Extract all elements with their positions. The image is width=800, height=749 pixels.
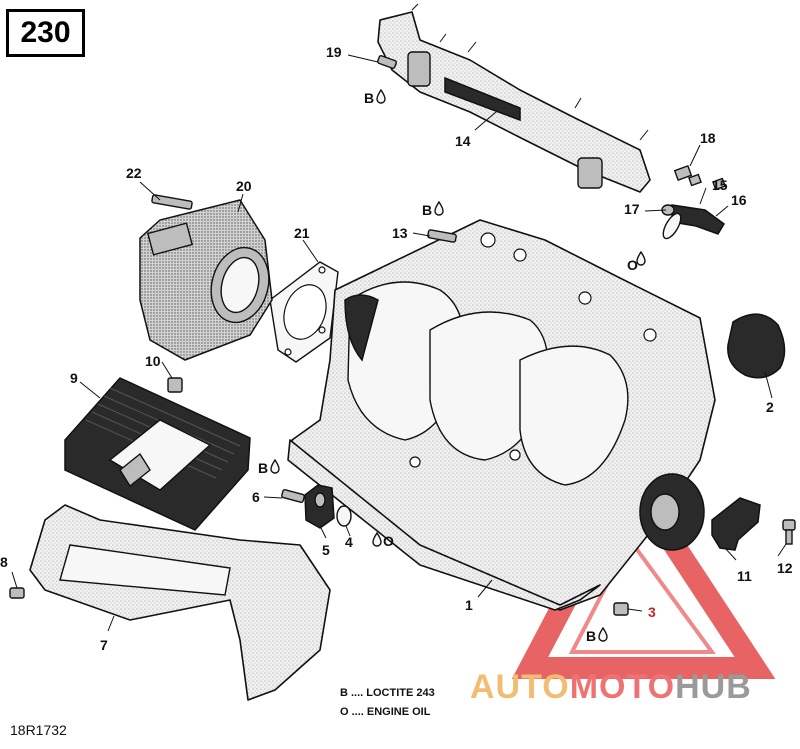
bolt-22 <box>151 194 193 210</box>
watermark-auto: AUTO <box>470 668 570 706</box>
oil-mark-4: O <box>372 531 394 549</box>
callout-4: 4 <box>345 534 353 550</box>
bolt-8 <box>9 587 25 599</box>
loctite-mark-13: B <box>422 200 444 218</box>
ecm-module <box>64 377 251 531</box>
legend-loctite: B .... LOCTITE 243 <box>340 687 435 699</box>
watermark-hub: HUB <box>675 668 752 706</box>
fuel-rail <box>377 3 651 193</box>
bolt-12 <box>782 519 796 545</box>
intake-gasket <box>727 313 786 379</box>
fuel-rail-end <box>577 157 603 189</box>
callout-3: 3 <box>648 604 656 620</box>
svg-text:B: B <box>586 628 596 644</box>
callout-6: 6 <box>252 489 260 505</box>
svg-text:O: O <box>383 533 394 549</box>
watermark-logo: AUTOMOTOHUB <box>470 668 752 707</box>
callout-2: 2 <box>766 399 774 415</box>
callout-20: 20 <box>236 178 252 194</box>
callout-13: 13 <box>392 225 408 241</box>
callout-18: 18 <box>700 130 716 146</box>
oil-mark-17: O <box>627 250 646 273</box>
callout-22: 22 <box>126 165 142 181</box>
callout-12: 12 <box>777 560 793 576</box>
bolt-3 <box>613 602 629 616</box>
callout-1: 1 <box>465 597 473 613</box>
leader-lines <box>11 54 787 632</box>
bolt-10 <box>167 377 183 393</box>
fluid-legend: B .... LOCTITE 243 O .... ENGINE OIL <box>340 684 435 722</box>
bolt-6 <box>281 489 305 503</box>
throttle-gasket <box>269 261 339 363</box>
loctite-mark-6: B <box>258 458 280 476</box>
callout-14: 14 <box>455 133 471 149</box>
pressure-sensor <box>661 165 726 240</box>
loctite-mark-19: B <box>364 88 386 106</box>
svg-text:O: O <box>627 257 638 273</box>
throttle-body <box>139 194 273 361</box>
callout-7: 7 <box>100 637 108 653</box>
svg-text:B: B <box>364 90 374 106</box>
svg-text:B: B <box>422 202 432 218</box>
air-temp-sensor <box>304 484 335 529</box>
bolt-13 <box>427 229 457 243</box>
callout-19: 19 <box>326 44 342 60</box>
reference-code: 18R1732 <box>10 722 67 738</box>
page-number: 230 <box>6 9 85 57</box>
outlet-elbow <box>711 497 761 551</box>
ecm-bracket <box>9 504 331 701</box>
svg-text:B: B <box>258 460 268 476</box>
callout-15: 15 <box>712 177 728 193</box>
callout-17: 17 <box>624 201 640 217</box>
loctite-mark-3: B <box>586 626 608 644</box>
callout-10: 10 <box>145 353 161 369</box>
watermark-moto: MOTO <box>569 668 676 706</box>
callout-16: 16 <box>731 192 747 208</box>
callout-9: 9 <box>70 370 78 386</box>
callout-21: 21 <box>294 225 310 241</box>
callout-8: 8 <box>0 554 8 570</box>
legend-engine-oil: O .... ENGINE OIL <box>340 706 431 718</box>
fuel-rail-port <box>407 51 431 87</box>
o-ring <box>336 505 352 527</box>
intake-manifold <box>287 219 716 611</box>
callout-11: 11 <box>737 568 752 584</box>
callout-5: 5 <box>322 542 330 558</box>
bolt-19 <box>377 55 397 69</box>
